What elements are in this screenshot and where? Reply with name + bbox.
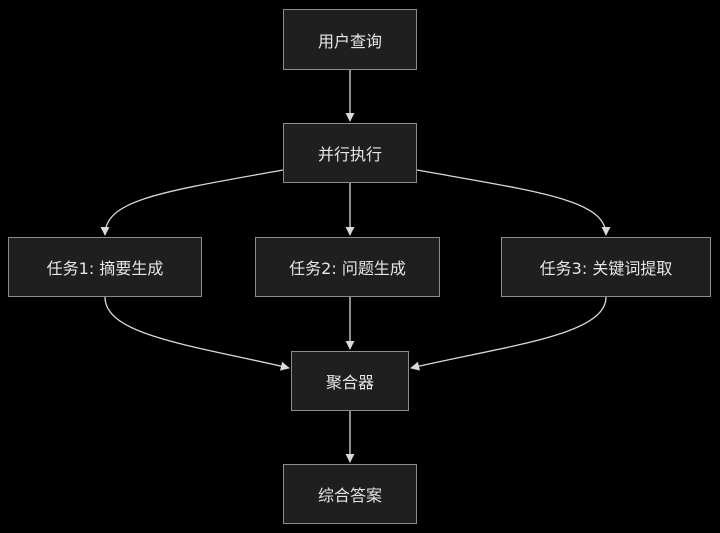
node-task3-keywords: 任务3: 关键词提取	[501, 237, 711, 297]
node-task2-question: 任务2: 问题生成	[255, 237, 440, 297]
edge-parallel-to-task1	[100, 169, 284, 236]
node-parallel-execution: 并行执行	[283, 123, 417, 183]
edge-task1-to-aggregator	[104, 296, 290, 371]
edge-task3-to-aggregator	[410, 296, 607, 371]
edge-parallel-to-task3	[416, 169, 611, 236]
node-final-answer: 综合答案	[283, 464, 417, 524]
node-user-query: 用户查询	[283, 9, 417, 70]
node-task1-summary: 任务1: 摘要生成	[8, 237, 202, 297]
node-aggregator: 聚合器	[291, 351, 409, 411]
